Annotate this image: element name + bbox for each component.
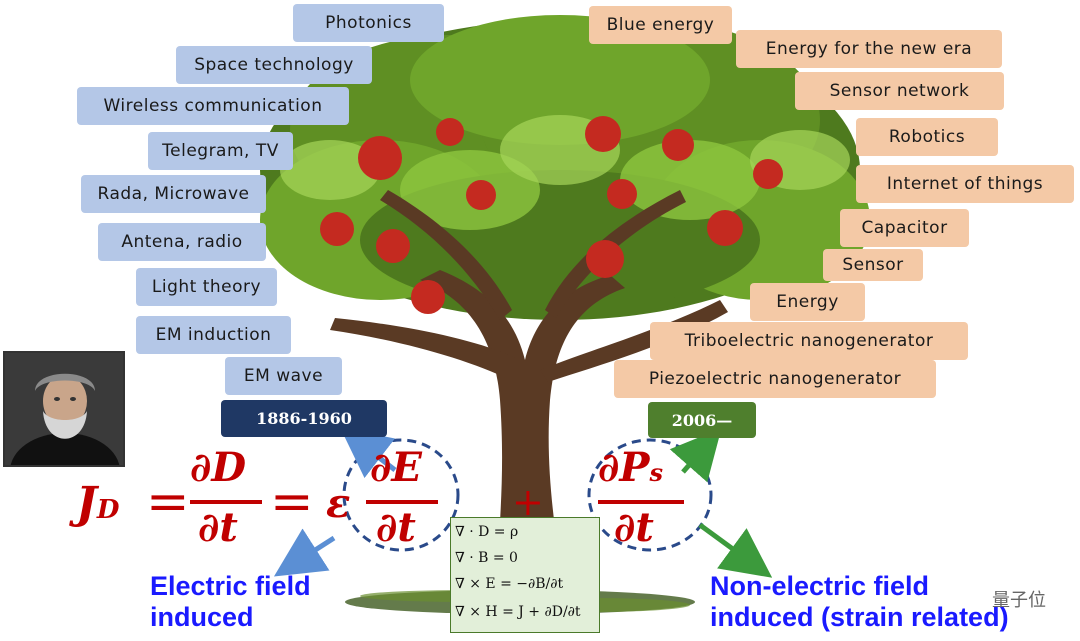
apples	[320, 116, 783, 314]
portrait-image	[5, 353, 123, 465]
eq-dE-fraction-bar	[366, 500, 438, 504]
arrow-to-non-electric	[698, 522, 773, 578]
dashed-circle-right	[587, 438, 713, 552]
label-robotics: Robotics	[856, 118, 998, 156]
label-blue-energy: Blue energy	[589, 6, 732, 44]
eq-plus: +	[512, 480, 544, 524]
eq-dD-numerator: ∂D	[190, 444, 247, 491]
maxwell-portrait	[3, 351, 125, 467]
label-em-induction: EM induction	[136, 316, 291, 354]
arrow-to-1886	[340, 427, 397, 479]
label-rada-microwave: Rada, Microwave	[81, 175, 266, 213]
caption-electric-field: Electric field induced	[150, 571, 311, 632]
label-telegram-tv: Telegram, TV	[148, 132, 293, 170]
label-energy: Energy	[750, 283, 865, 321]
label-capacitor: Capacitor	[840, 209, 969, 247]
eq-equals-1: =	[146, 472, 190, 532]
maxwell-eq-1: ∇ · D = ρ	[455, 524, 519, 540]
watermark-text: 量子位	[992, 590, 1046, 611]
label-em-wave: EM wave	[225, 357, 342, 395]
eq-dD-fraction-bar	[190, 500, 262, 504]
dashed-circle-left	[342, 438, 460, 552]
arrow-to-2006	[669, 428, 722, 483]
label-sensor: Sensor	[823, 249, 923, 281]
label-light-theory: Light theory	[136, 268, 277, 306]
label-sensor-network: Sensor network	[795, 72, 1004, 110]
label-photonics: Photonics	[293, 4, 444, 42]
caption-non-electric-field: Non-electric field induced (strain relat…	[710, 571, 1009, 632]
tree-foliage	[260, 15, 870, 320]
label-antena-radio: Antena, radio	[98, 223, 266, 261]
eq-dPs-denominator: ∂t	[614, 504, 654, 551]
arrow-to-electric-field	[273, 528, 336, 577]
eq-dPs-numerator: ∂Ps	[598, 444, 663, 491]
eq-dD-denominator: ∂t	[198, 504, 238, 551]
eq-epsilon: ε	[326, 480, 351, 527]
maxwell-eq-4: ∇ × H = J + ∂D/∂t	[455, 604, 581, 620]
maxwell-equations-box: ∇ · D = ρ ∇ · B = 0 ∇ × E = −∂B/∂t ∇ × H…	[450, 517, 600, 633]
eq-dE-numerator: ∂E	[370, 444, 422, 491]
label-internet-of-things: Internet of things	[856, 165, 1074, 203]
year-badge-2006: 2006—	[648, 402, 756, 438]
label-wireless-communication: Wireless communication	[77, 87, 349, 125]
tree-trunk	[330, 190, 728, 600]
label-triboelectric-nanogenerator: Triboelectric nanogenerator	[650, 322, 968, 360]
eq-dPs-fraction-bar	[598, 500, 684, 504]
eq-jd: JD	[76, 478, 120, 529]
maxwell-eq-2: ∇ · B = 0	[455, 550, 518, 566]
label-piezoelectric-nanogenerator: Piezoelectric nanogenerator	[614, 360, 936, 398]
label-energy-new-era: Energy for the new era	[736, 30, 1002, 68]
label-space-technology: Space technology	[176, 46, 372, 84]
year-badge-1886-1960: 1886-1960	[221, 400, 387, 437]
eq-equals-2: =	[270, 472, 314, 532]
maxwell-eq-3: ∇ × E = −∂B/∂t	[455, 576, 564, 592]
eq-dE-denominator: ∂t	[376, 504, 416, 551]
